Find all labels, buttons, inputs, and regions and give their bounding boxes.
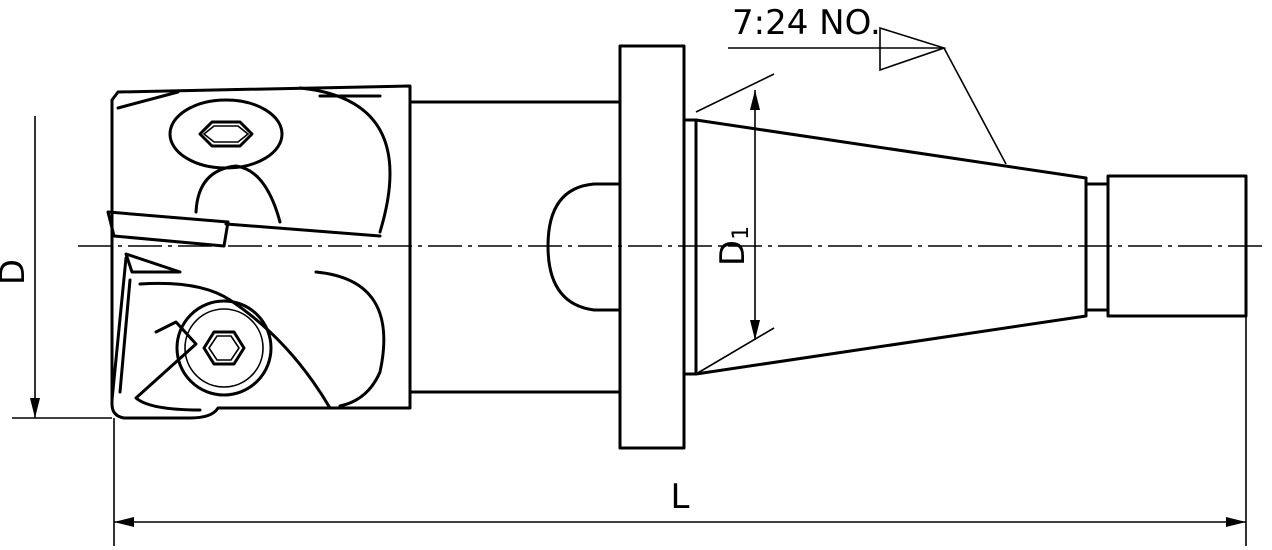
taper [682,118,1088,376]
pull-stud [1084,174,1248,318]
label-d1: D1 [713,226,754,266]
dimension-l: L [113,316,1247,546]
label-taper-spec: 7:24 NO. [732,3,881,43]
flange [618,44,686,450]
hex-socket-icon [198,120,254,148]
label-l: L [671,477,690,517]
cutter-head [106,84,412,420]
taper-spec-callout: 7:24 NO. [728,3,1007,165]
hex-socket-icon [202,330,246,366]
dimension-d: D [0,116,112,419]
label-d: D [0,259,33,285]
shank [408,100,622,394]
dimension-d1: D1 [695,73,775,375]
